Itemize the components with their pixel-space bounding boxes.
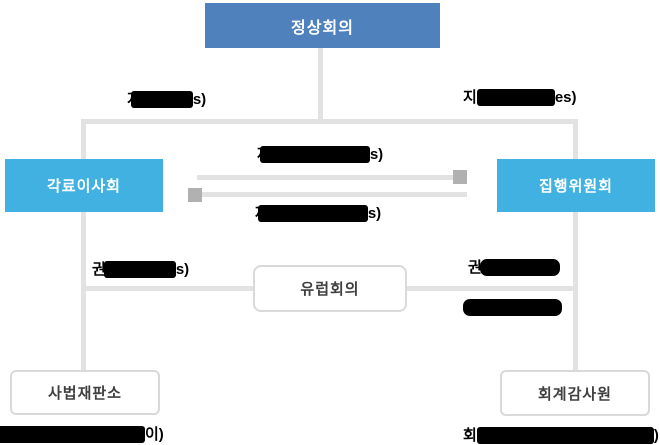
redaction-bar bbox=[476, 88, 555, 106]
caption-court-of-auditors: 회) bbox=[463, 426, 659, 445]
label-prefix: 회 bbox=[463, 427, 477, 444]
label-suffix: s) bbox=[369, 146, 384, 163]
label-suffix: s) bbox=[175, 261, 190, 278]
connector-right-lower-vertical bbox=[573, 212, 578, 370]
connector-summit-vertical bbox=[318, 48, 323, 119]
node-auditors-label: 회계감사원 bbox=[537, 385, 612, 403]
node-court-of-justice: 사법재판소 bbox=[10, 370, 160, 415]
node-europe-label: 유럽회의 bbox=[300, 281, 360, 298]
connector-europe-right bbox=[407, 286, 578, 291]
node-court-of-auditors: 회계감사원 bbox=[500, 370, 650, 416]
label-suffix: es) bbox=[554, 89, 577, 106]
arrow-right-shaft bbox=[197, 175, 453, 180]
label-prefix: 권 bbox=[92, 261, 106, 278]
label-suffix: ) bbox=[653, 427, 659, 444]
redaction-bar bbox=[259, 145, 370, 163]
node-summit-meeting: 정상회의 bbox=[205, 3, 440, 48]
edge-label-top-left: 지s) bbox=[127, 90, 206, 109]
connector-left-lower-vertical bbox=[81, 212, 86, 370]
redaction-bar bbox=[257, 204, 368, 222]
redaction-bar bbox=[476, 426, 654, 444]
redaction-bar bbox=[0, 425, 145, 443]
redaction-bar bbox=[103, 260, 176, 278]
arrow-right-head-icon bbox=[453, 170, 467, 184]
edge-label-arrow-right: 제s) bbox=[257, 145, 383, 164]
edge-label-right-recommendation: 권 bbox=[468, 258, 560, 277]
node-court-label: 사법재판소 bbox=[47, 385, 122, 402]
node-council-label: 각료이사회 bbox=[46, 178, 121, 195]
label-suffix: s) bbox=[367, 205, 382, 222]
edge-label-right-lower bbox=[463, 298, 562, 317]
redaction-bar bbox=[479, 258, 560, 276]
edge-label-top-right: 지 es) bbox=[463, 88, 577, 107]
redaction-bar bbox=[130, 90, 193, 108]
node-summit-label: 정상회의 bbox=[291, 19, 354, 37]
edge-label-arrow-left: 제s) bbox=[255, 204, 381, 223]
label-prefix: 권 bbox=[468, 259, 482, 276]
caption-court-of-justice: 이) bbox=[0, 425, 164, 444]
edge-label-left-recommendation: 권 s) bbox=[92, 260, 189, 279]
connector-europe-left bbox=[81, 286, 253, 291]
node-council-of-ministers: 각료이사회 bbox=[5, 159, 163, 212]
label-suffix: s) bbox=[192, 91, 207, 108]
node-european-assembly: 유럽회의 bbox=[253, 265, 407, 312]
redaction-bar bbox=[463, 298, 562, 316]
connector-left-drop bbox=[81, 119, 86, 159]
connector-top-horizontal bbox=[81, 119, 578, 124]
node-commission-label: 집행위원회 bbox=[538, 178, 613, 195]
arrow-left-head-icon bbox=[188, 188, 202, 202]
connector-right-drop bbox=[573, 119, 578, 159]
node-executive-commission: 집행위원회 bbox=[497, 159, 655, 212]
arrow-left-shaft bbox=[202, 192, 467, 197]
label-prefix: 지 bbox=[463, 89, 477, 106]
label-suffix: 이) bbox=[145, 426, 164, 443]
